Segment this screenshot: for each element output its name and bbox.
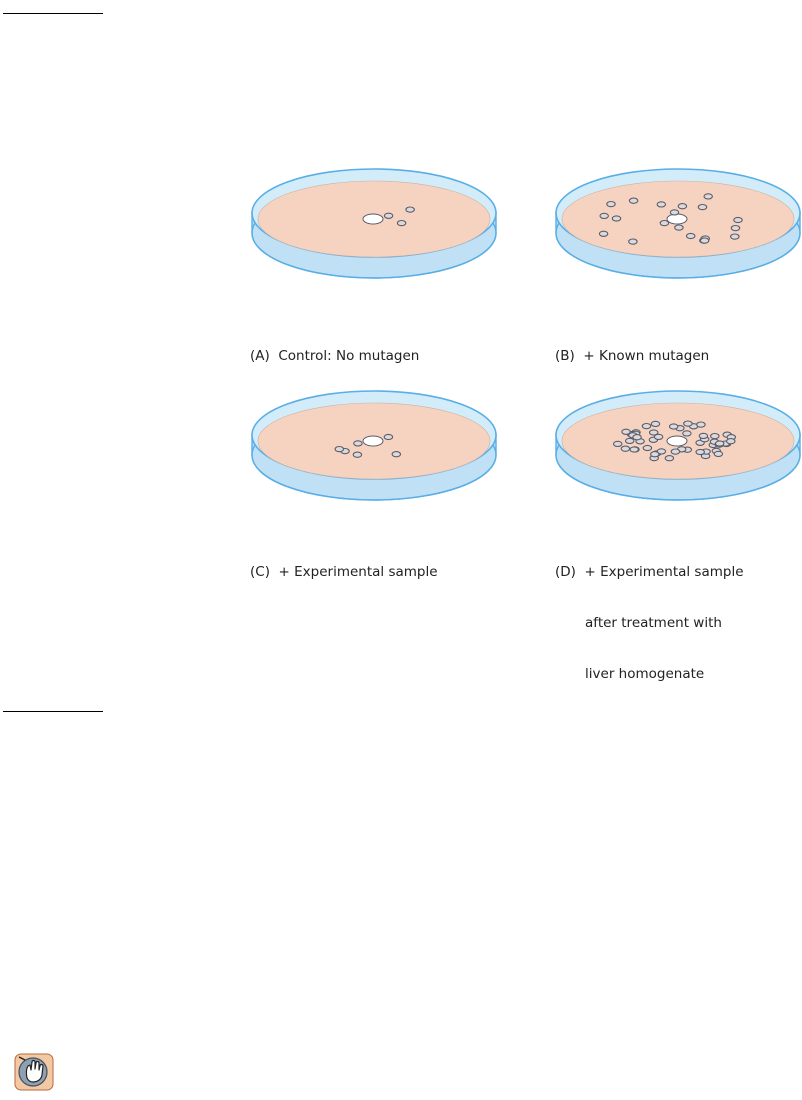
colony: [642, 424, 650, 429]
colony: [696, 449, 704, 454]
colony: [633, 435, 641, 440]
colony: [654, 434, 662, 439]
colony: [600, 213, 608, 218]
colony: [626, 438, 634, 443]
colony: [354, 441, 362, 446]
colony: [700, 238, 708, 243]
colony: [607, 202, 615, 207]
colony: [670, 424, 678, 429]
colony: [406, 207, 414, 212]
caption-b: (B) + Known mutagen: [555, 314, 709, 382]
hand-pointer-icon[interactable]: [14, 1051, 54, 1091]
caption-c: (C) + Experimental sample: [250, 530, 438, 598]
colony: [629, 198, 637, 203]
petri-dish-a: [249, 167, 499, 281]
colony: [630, 447, 638, 452]
petri-dish-d-graphic: [553, 389, 802, 503]
colony: [651, 452, 659, 457]
colony: [335, 447, 343, 452]
caption-b-line: (B) + Known mutagen: [555, 348, 709, 365]
colony: [731, 226, 739, 231]
colony: [711, 434, 719, 439]
bottom-rule: [3, 711, 103, 712]
colony: [622, 429, 630, 434]
colony: [384, 213, 392, 218]
test-disc: [667, 214, 687, 224]
caption-d: (D) + Experimental sample after treatmen…: [555, 530, 744, 700]
colony: [614, 441, 622, 446]
colony: [684, 421, 692, 426]
colony: [714, 451, 722, 456]
colony: [397, 221, 405, 226]
colony: [665, 456, 673, 461]
petri-dish-c: [249, 389, 499, 503]
colony: [698, 205, 706, 210]
colony: [651, 421, 659, 426]
colony: [353, 452, 361, 457]
caption-d-line-3: liver homogenate: [555, 666, 744, 683]
colony: [599, 231, 607, 236]
petri-dish-b-graphic: [553, 167, 802, 281]
colony: [697, 422, 705, 427]
colony: [734, 217, 742, 222]
petri-dish-b: [553, 167, 802, 281]
petri-dish-d: [553, 389, 802, 503]
colony: [629, 239, 637, 244]
colony: [699, 433, 707, 438]
colony: [683, 431, 691, 436]
test-disc: [667, 436, 687, 446]
colony: [643, 445, 651, 450]
colony: [678, 204, 686, 209]
top-rule: [3, 13, 103, 14]
colony: [660, 221, 668, 226]
petri-dish-c-graphic: [249, 389, 499, 503]
caption-a: (A) Control: No mutagen: [250, 314, 419, 382]
petri-dish-a-graphic: [249, 167, 499, 281]
colony: [621, 446, 629, 451]
colony: [675, 225, 683, 230]
colony: [657, 202, 665, 207]
colony: [670, 210, 678, 215]
test-disc: [363, 214, 383, 224]
colony: [727, 439, 735, 444]
colony: [612, 216, 620, 221]
caption-d-line-2: after treatment with: [555, 615, 744, 632]
colony: [687, 233, 695, 238]
colony: [671, 449, 679, 454]
caption-d-line-1: (D) + Experimental sample: [555, 564, 744, 581]
colony: [716, 441, 724, 446]
colony: [704, 194, 712, 199]
test-disc: [363, 436, 383, 446]
caption-a-line: (A) Control: No mutagen: [250, 348, 419, 365]
caption-c-line: (C) + Experimental sample: [250, 564, 438, 581]
colony: [384, 434, 392, 439]
colony: [731, 234, 739, 239]
colony: [392, 452, 400, 457]
